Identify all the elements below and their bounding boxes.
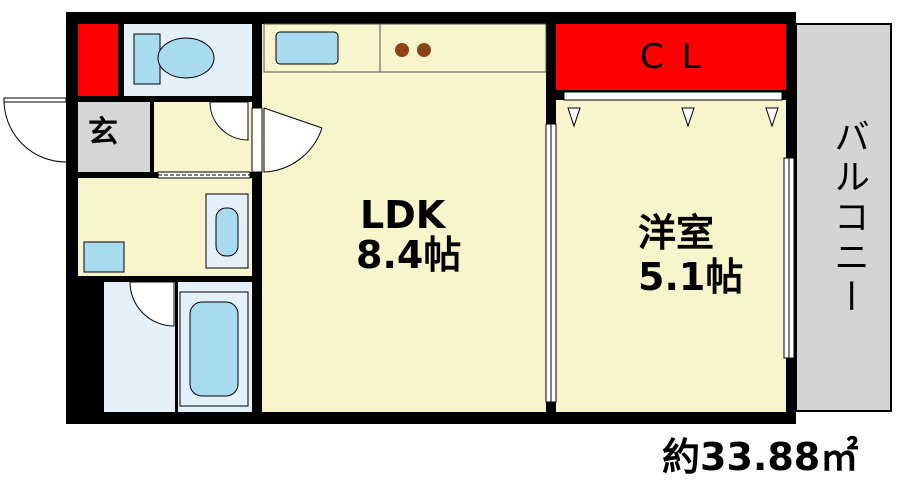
balcony-label: バルコニー — [828, 118, 869, 318]
ldk-label: LDK — [360, 193, 446, 237]
washbasin-icon — [205, 193, 249, 269]
entrance-floor — [78, 102, 150, 172]
total-area-label: 約33.88㎡ — [662, 435, 859, 479]
closet-left — [78, 24, 118, 96]
bath-door — [129, 281, 175, 327]
stove-icon — [395, 43, 431, 57]
closet-doors — [563, 91, 783, 101]
closet-label: CL — [640, 37, 719, 77]
ldk-door — [263, 108, 323, 173]
balcony-area — [795, 23, 892, 412]
western-room-label: 洋室 — [638, 211, 715, 255]
western-room-size-label: 5.1帖 — [638, 255, 744, 299]
closet-cl — [556, 24, 786, 90]
western-floor — [556, 100, 786, 412]
toilet-door — [209, 101, 249, 141]
ldk-floor — [262, 24, 546, 412]
entrance-label: 玄 — [88, 115, 118, 150]
entrance-door — [3, 99, 67, 163]
sink-icon — [275, 31, 339, 65]
washer-icon — [83, 241, 125, 273]
ldk-size-label: 8.4帖 — [356, 233, 462, 277]
bathtub-icon — [179, 291, 249, 407]
toilet-icon — [133, 33, 215, 85]
